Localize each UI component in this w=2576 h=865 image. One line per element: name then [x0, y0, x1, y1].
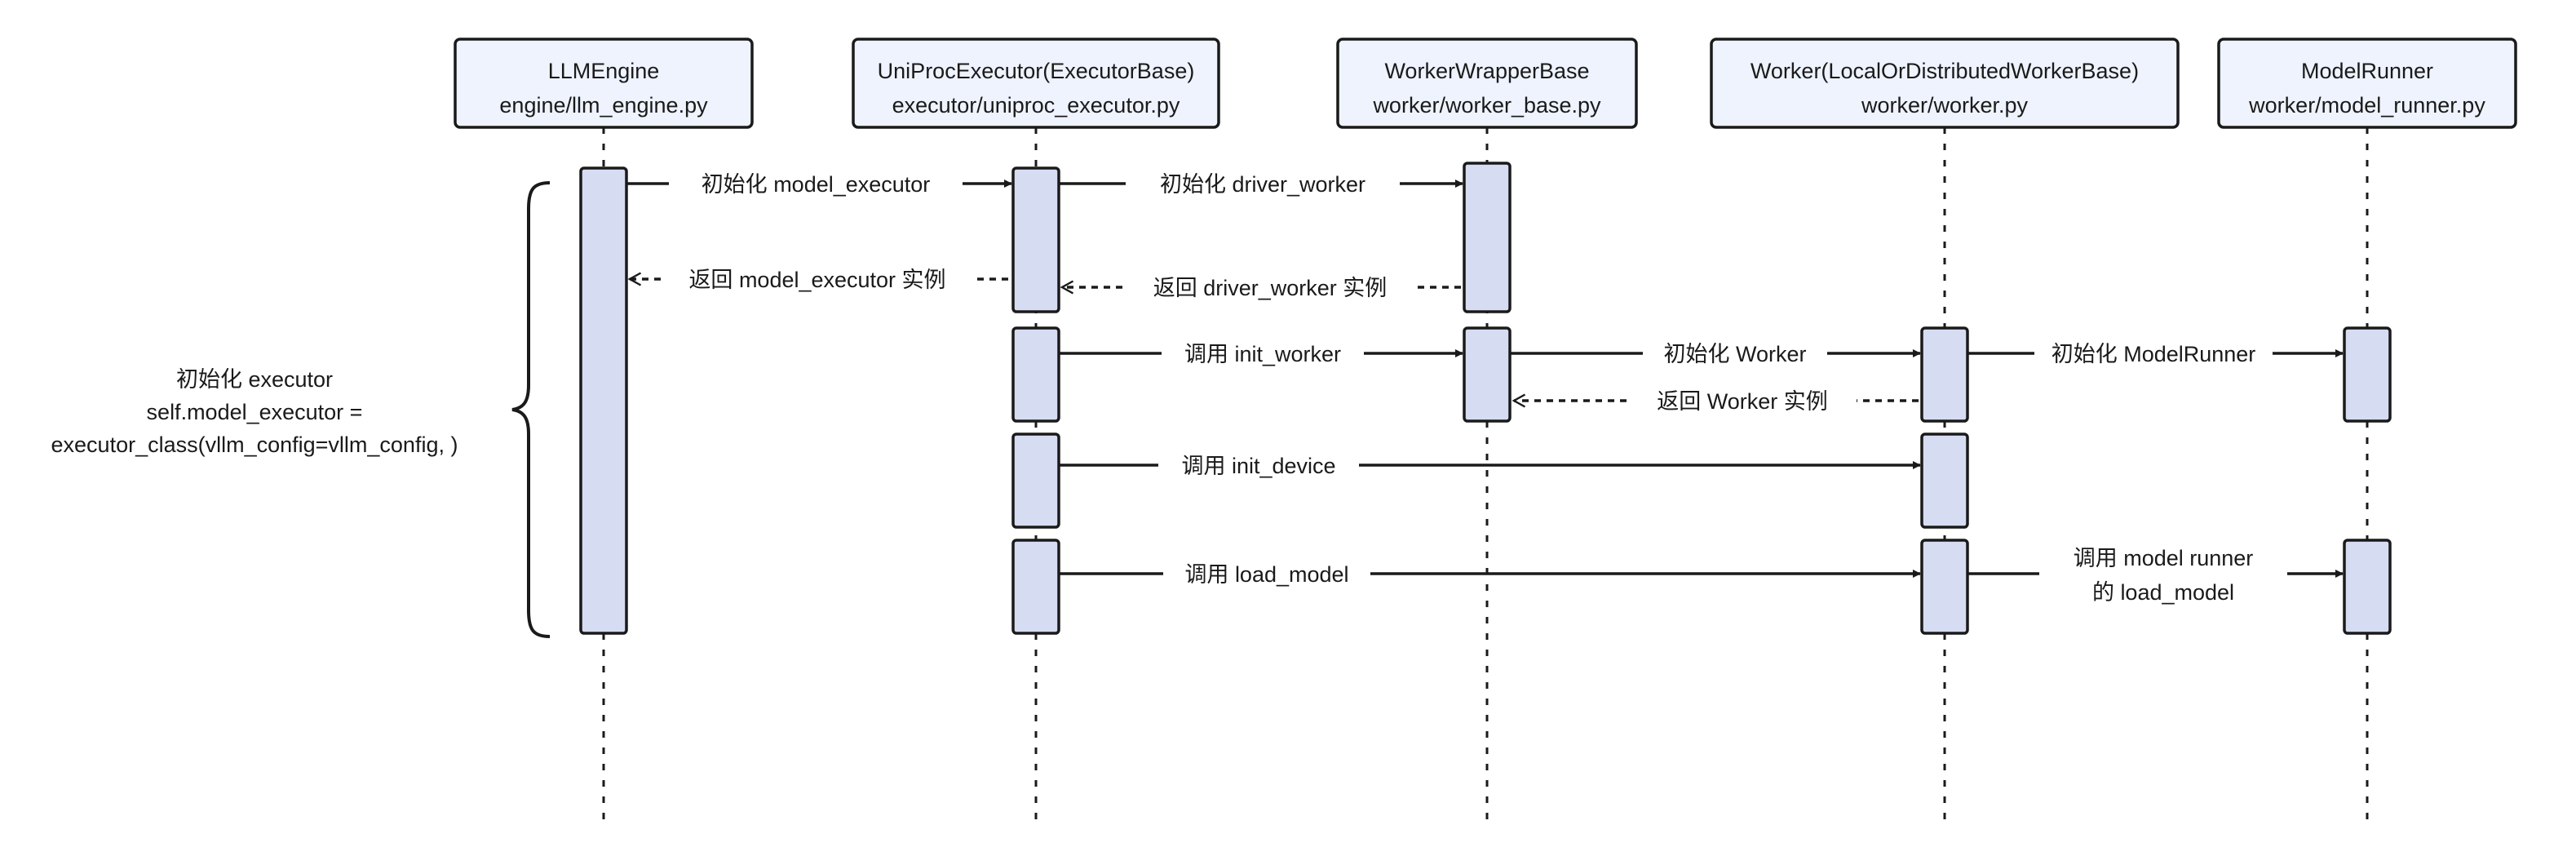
participant-name: UniProcExecutor(ExecutorBase)	[878, 59, 1195, 83]
participant-file: worker/model_runner.py	[2248, 93, 2485, 118]
message-label-line-2: 的 load_model	[2092, 580, 2234, 605]
message-label: 调用 init_worker	[1184, 342, 1341, 366]
message-label: 返回 driver_worker 实例	[1153, 276, 1388, 300]
participant-name: WorkerWrapperBase	[1384, 59, 1589, 83]
side-annotation: 初始化 executor self.model_executor = execu…	[51, 367, 458, 457]
message-return-worker: 返回 Worker 实例	[1512, 389, 1919, 414]
activation-executor-4	[1011, 539, 1060, 635]
activation-model-runner-1	[2343, 326, 2392, 423]
participant-name: ModelRunner	[2301, 59, 2433, 83]
participant-box	[1710, 38, 2180, 129]
participant-worker-wrapper: WorkerWrapperBase worker/worker_base.py	[1336, 38, 1638, 129]
annotation-line-3: executor_class(vllm_config=vllm_config, …	[51, 432, 458, 457]
message-init-driver-worker: 初始化 driver_worker	[1059, 172, 1463, 197]
participant-file: executor/uniproc_executor.py	[892, 93, 1180, 118]
message-label: 初始化 ModelRunner	[2052, 342, 2256, 366]
participant-box	[2217, 38, 2517, 129]
message-return-driver-worker: 返回 driver_worker 实例	[1060, 276, 1461, 300]
participant-box	[1336, 38, 1638, 129]
message-label: 初始化 driver_worker	[1160, 172, 1365, 197]
message-init-model-executor: 初始化 model_executor	[626, 172, 1012, 197]
activation-worker-wrapper-2	[1463, 326, 1512, 423]
message-label: 调用 load_model	[1184, 562, 1348, 587]
message-init-model-runner: 初始化 ModelRunner	[1967, 342, 2344, 366]
annotation-line-1: 初始化 executor	[176, 367, 333, 392]
activation-model-runner-2	[2343, 539, 2392, 635]
activations	[579, 162, 2392, 635]
participant-worker: Worker(LocalOrDistributedWorkerBase) wor…	[1710, 38, 2180, 129]
participant-llm-engine: LLMEngine engine/llm_engine.py	[454, 38, 754, 129]
message-call-runner-load-model: 调用 model runner 的 load_model	[1967, 546, 2344, 605]
message-return-model-executor: 返回 model_executor 实例	[627, 268, 1008, 292]
message-label-line-1: 调用 model runner	[2074, 546, 2254, 570]
participant-file: engine/llm_engine.py	[499, 93, 708, 118]
participant-name: Worker(LocalOrDistributedWorkerBase)	[1751, 59, 2139, 83]
participant-model-runner: ModelRunner worker/model_runner.py	[2217, 38, 2517, 129]
activation-worker-3	[1920, 539, 1969, 635]
message-call-init-device: 调用 init_device	[1059, 454, 1921, 478]
participant-file: worker/worker_base.py	[1372, 93, 1601, 118]
message-label: 调用 init_device	[1181, 454, 1335, 478]
activation-executor-2	[1011, 326, 1060, 423]
participant-box	[454, 38, 754, 129]
curly-brace	[511, 181, 551, 638]
annotation-line-2: self.model_executor =	[147, 400, 363, 424]
activation-worker-1	[1920, 326, 1969, 423]
participant-name: LLMEngine	[548, 59, 660, 83]
message-label: 初始化 model_executor	[702, 172, 931, 197]
activation-worker-2	[1920, 432, 1969, 529]
message-call-init-worker: 调用 init_worker	[1059, 342, 1463, 366]
activation-llm-engine	[579, 166, 628, 635]
message-init-worker: 初始化 Worker	[1510, 342, 1921, 366]
participant-file: worker/worker.py	[1861, 93, 2029, 118]
activation-executor-3	[1011, 432, 1060, 529]
activation-worker-wrapper-1	[1463, 162, 1512, 313]
participant-uniproc-executor: UniProcExecutor(ExecutorBase) executor/u…	[852, 38, 1220, 129]
message-call-load-model: 调用 load_model	[1059, 562, 1921, 587]
message-label: 返回 Worker 实例	[1657, 389, 1828, 414]
message-label: 初始化 Worker	[1663, 342, 1806, 366]
activation-executor-1	[1011, 166, 1060, 313]
message-label: 返回 model_executor 实例	[688, 268, 945, 292]
participant-box	[852, 38, 1220, 129]
